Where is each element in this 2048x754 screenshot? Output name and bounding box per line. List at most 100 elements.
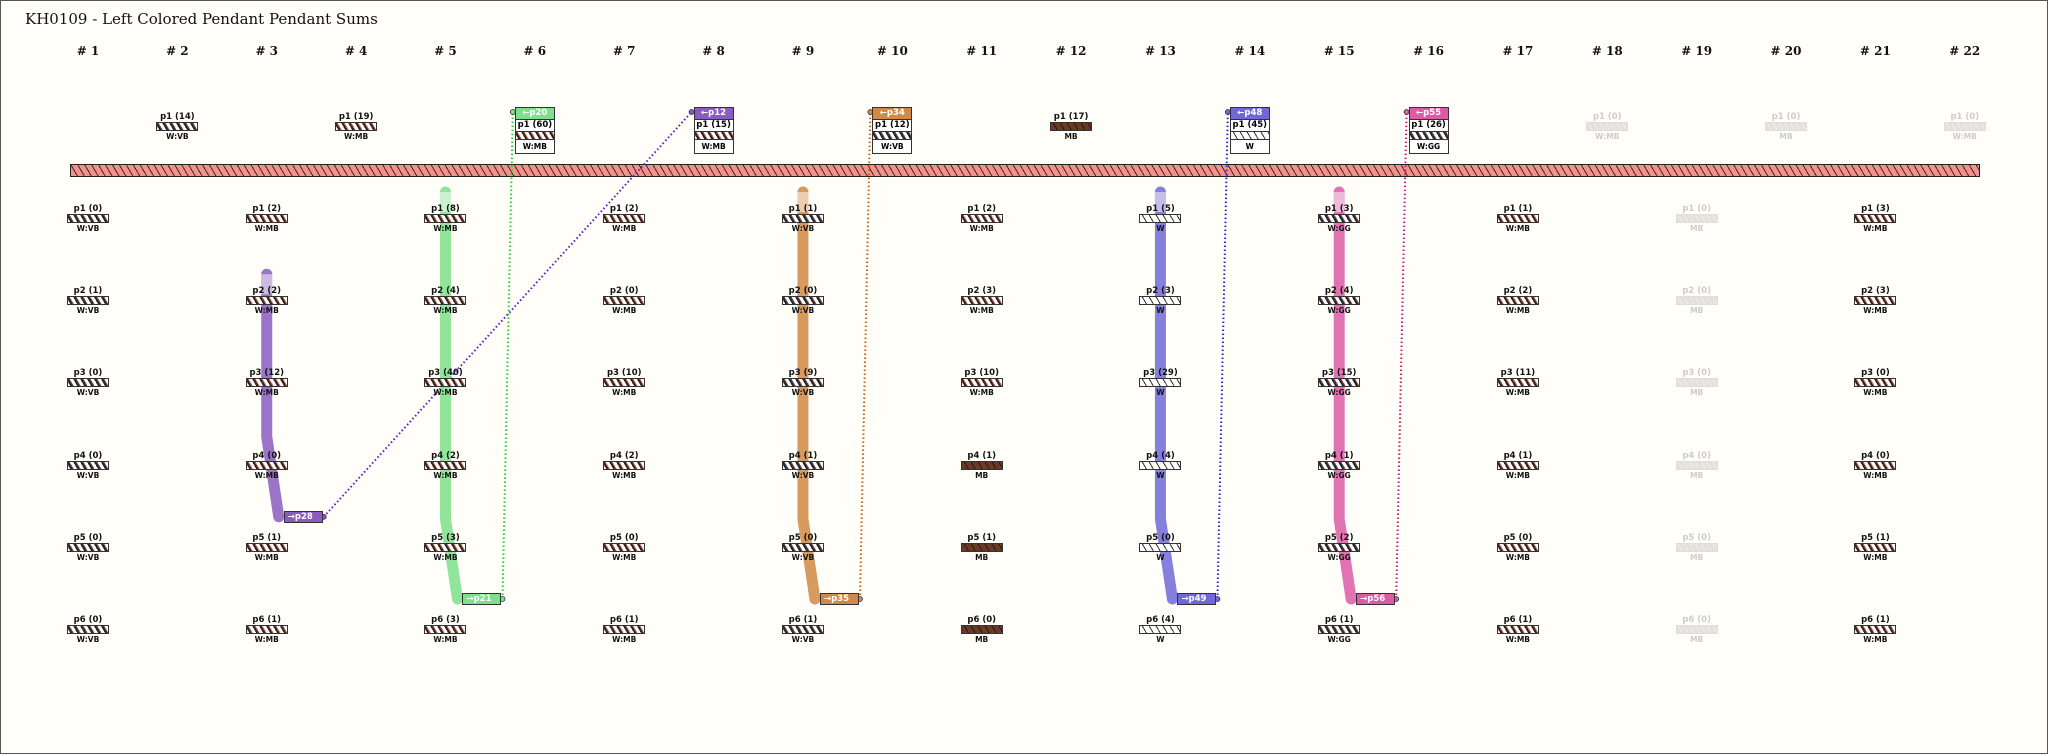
pendant-knot-label: W:MB <box>522 142 547 151</box>
pendant-cord <box>424 296 467 306</box>
pendant[interactable]: p3 (11)W:MB <box>1490 368 1546 398</box>
top-pendant[interactable]: p1 (19)W:MB <box>328 112 384 142</box>
pendant[interactable]: p4 (1)MB <box>954 451 1010 481</box>
top-pendant[interactable]: p1 (17)MB <box>1043 112 1099 142</box>
pendant-label: p5 (0) <box>1146 532 1175 543</box>
pendant[interactable]: p4 (0)W:MB <box>239 451 295 481</box>
pendant[interactable]: p5 (3)W:MB <box>417 533 473 563</box>
pendant[interactable]: p3 (0)MB <box>1669 368 1725 398</box>
pendant[interactable]: p4 (0)MB <box>1669 451 1725 481</box>
pendant[interactable]: p5 (0)W:MB <box>596 533 652 563</box>
pendant[interactable]: p3 (10)W:MB <box>954 368 1010 398</box>
pendant[interactable]: p4 (1)W:VB <box>775 451 831 481</box>
pendant[interactable]: p2 (3)W:MB <box>1847 286 1903 316</box>
pendant[interactable]: p1 (5)W <box>1132 204 1188 234</box>
pendant-knot-label: W:MB <box>969 388 994 398</box>
pendant[interactable]: p5 (0)W:MB <box>1490 533 1546 563</box>
pendant[interactable]: p1 (0)W:VB <box>60 204 116 234</box>
pendant[interactable]: p6 (3)W:MB <box>417 615 473 645</box>
pendant-knot-label: W:MB <box>433 470 458 480</box>
pendant[interactable]: p6 (0)MB <box>1669 615 1725 645</box>
pendant[interactable]: p4 (1)W:GG <box>1311 451 1367 481</box>
pendant-knot-label: W:VB <box>76 306 100 316</box>
sum-target-tag[interactable]: →p35 <box>819 593 859 605</box>
pendant[interactable]: p3 (12)W:MB <box>239 368 295 398</box>
pendant[interactable]: p4 (2)W:MB <box>417 451 473 481</box>
pendant[interactable]: p2 (3)W <box>1132 286 1188 316</box>
pendant[interactable]: p2 (1)W:VB <box>60 286 116 316</box>
pendant[interactable]: p2 (4)W:MB <box>417 286 473 316</box>
pendant[interactable]: p2 (0)MB <box>1669 286 1725 316</box>
sum-target-tag[interactable]: →p56 <box>1356 593 1396 605</box>
pendant[interactable]: p3 (15)W:GG <box>1311 368 1367 398</box>
top-pendant[interactable]: p1 (14)W:VB <box>149 112 205 142</box>
pendant[interactable]: p5 (2)W:GG <box>1311 533 1367 563</box>
pendant[interactable]: p6 (1)W:MB <box>1847 615 1903 645</box>
pendant[interactable]: p3 (40)W:MB <box>417 368 473 398</box>
pendant[interactable]: p2 (4)W:GG <box>1311 286 1367 316</box>
pendant[interactable]: p1 (2)W:MB <box>954 204 1010 234</box>
pendant-knot-label: W:MB <box>433 306 458 316</box>
primary-cord[interactable] <box>70 164 1980 177</box>
pendant[interactable]: p3 (0)W:VB <box>60 368 116 398</box>
pendant[interactable]: p6 (0)MB <box>954 615 1010 645</box>
top-pendant[interactable]: p1 (0)W:MB <box>1937 112 1993 142</box>
sum-target-tag[interactable]: →p28 <box>283 510 323 523</box>
pendant[interactable]: p6 (4)W <box>1132 615 1188 645</box>
pendant[interactable]: p1 (8)W:MB <box>417 204 473 234</box>
pendant[interactable]: p1 (1)W:MB <box>1490 204 1546 234</box>
pendant[interactable]: p3 (0)W:MB <box>1847 368 1903 398</box>
pendant[interactable]: p6 (1)W:MB <box>239 615 295 645</box>
pendant[interactable]: p2 (0)W:MB <box>596 286 652 316</box>
pendant-knot-label: W:GG <box>1327 552 1351 562</box>
pendant[interactable]: p6 (1)W:GG <box>1311 615 1367 645</box>
pendant-knot-label: MB <box>1064 132 1078 141</box>
pendant[interactable]: p6 (1)W:MB <box>1490 615 1546 645</box>
pendant[interactable]: p4 (2)W:MB <box>596 451 652 481</box>
pendant[interactable]: p4 (0)W:MB <box>1847 451 1903 481</box>
pendant-label: p2 (0) <box>788 286 818 297</box>
pendant-cord <box>1675 625 1718 634</box>
top-pendant[interactable]: p1 (0)W:MB <box>1579 112 1635 142</box>
pendant[interactable]: p5 (0)W:VB <box>60 533 116 563</box>
pendant[interactable]: p3 (29)W <box>1132 368 1188 398</box>
pendant[interactable]: p3 (10)W:MB <box>596 368 652 398</box>
pendant[interactable]: p2 (2)W:MB <box>1490 286 1546 316</box>
pendant[interactable]: p2 (3)W:MB <box>954 286 1010 316</box>
pendant[interactable]: p5 (0)W:VB <box>775 533 831 563</box>
pendant[interactable]: p5 (0)MB <box>1669 533 1725 563</box>
pendant[interactable]: p4 (1)W:MB <box>1490 451 1546 481</box>
pendant[interactable]: p2 (2)W:MB <box>239 286 295 316</box>
page-title: KH0109 - Left Colored Pendant Pendant Su… <box>25 10 378 28</box>
pendant-label: p6 (1) <box>252 615 282 625</box>
pendant-label: p4 (1) <box>967 450 997 461</box>
pendant[interactable]: p1 (2)W:MB <box>596 204 652 234</box>
pendant[interactable]: p1 (3)W:GG <box>1311 204 1367 234</box>
pendant[interactable]: p5 (1)W:MB <box>239 533 295 563</box>
pendant[interactable]: p5 (0)W <box>1132 533 1188 563</box>
pendant[interactable]: p6 (1)W:VB <box>775 615 831 645</box>
pendant[interactable]: p6 (1)W:MB <box>596 615 652 645</box>
pendant-knot-label: W:MB <box>1863 635 1888 644</box>
top-pendant[interactable]: p1 (0)MB <box>1758 112 1814 142</box>
pendant[interactable]: p1 (2)W:MB <box>239 204 295 234</box>
pendant-label: p4 (2) <box>609 450 639 461</box>
pendant[interactable]: p3 (9)W:VB <box>775 368 831 398</box>
pendant[interactable]: p5 (1)MB <box>954 533 1010 563</box>
pendant[interactable]: p2 (0)W:VB <box>775 286 831 316</box>
sum-target-tag[interactable]: →p49 <box>1177 593 1217 605</box>
pendant[interactable]: p5 (1)W:MB <box>1847 533 1903 563</box>
pendant[interactable]: p1 (3)W:MB <box>1847 204 1903 234</box>
pendant[interactable]: p1 (0)MB <box>1669 204 1725 234</box>
pendant[interactable]: p6 (0)W:VB <box>60 615 116 645</box>
pendant[interactable]: p1 (1)W:VB <box>775 204 831 234</box>
pendant[interactable]: p4 (4)W <box>1132 451 1188 481</box>
sum-target-tag[interactable]: →p21 <box>462 593 502 605</box>
pendant[interactable]: p4 (0)W:VB <box>60 451 116 481</box>
